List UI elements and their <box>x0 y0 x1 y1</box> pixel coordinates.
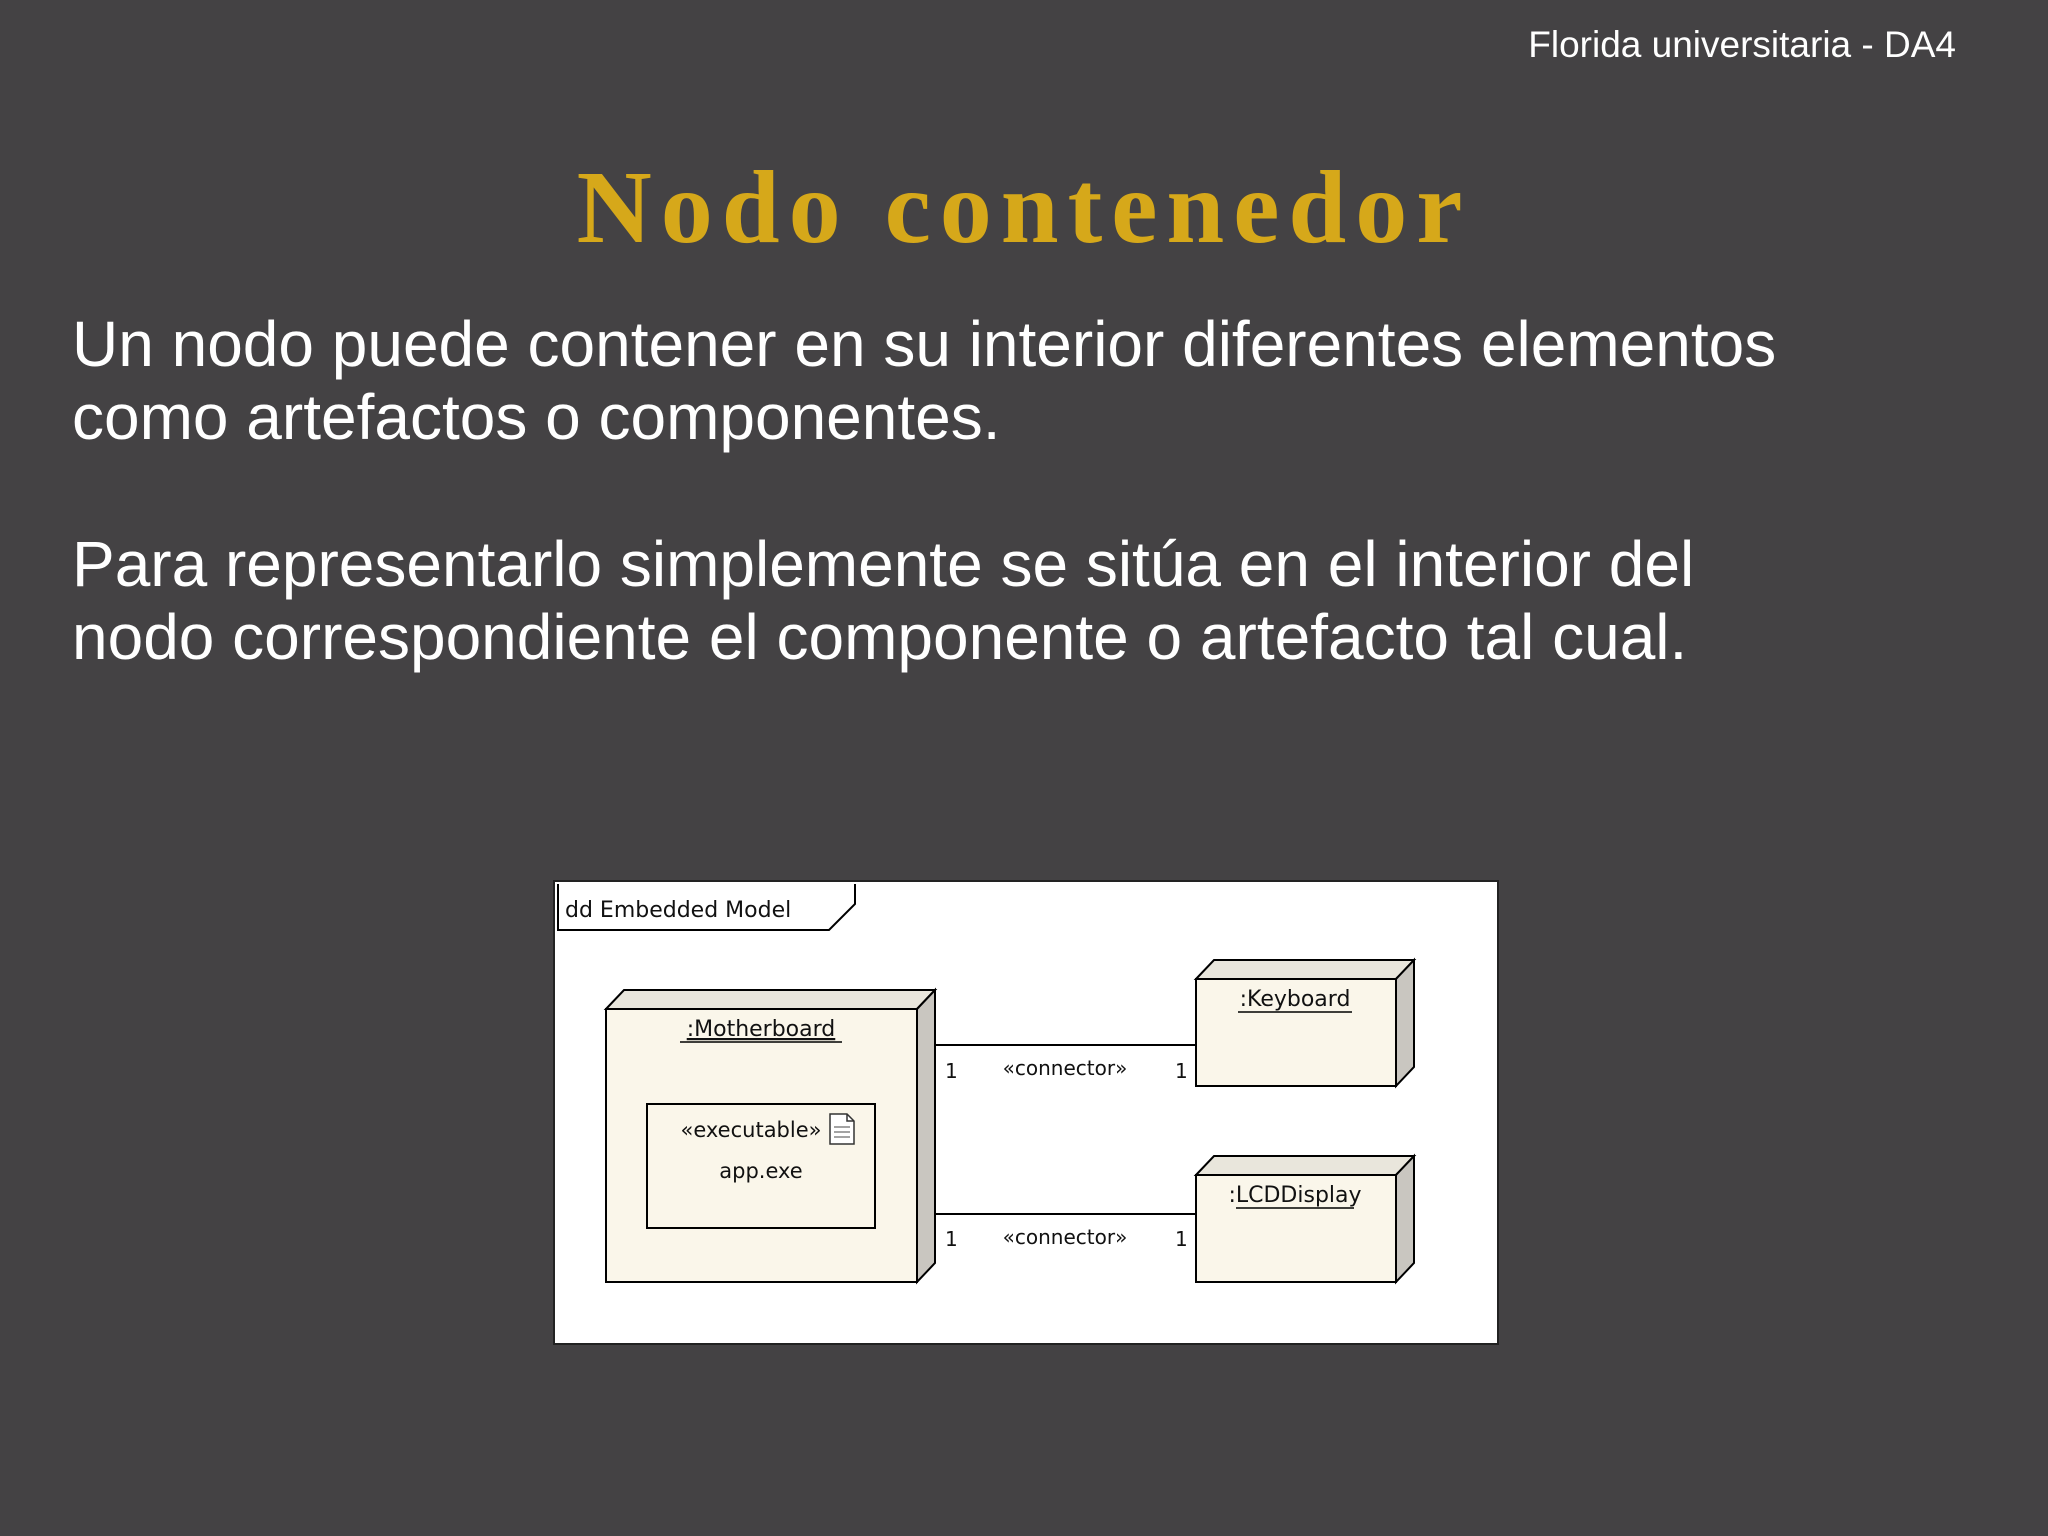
paragraph-2-line-2: nodo correspondiente el componente o art… <box>72 601 1688 673</box>
paragraph-1: Un nodo puede contener en su interior di… <box>72 308 2012 454</box>
artifact-stereotype: «executable» <box>681 1118 822 1142</box>
deployment-diagram-svg: dd Embedded Model :Motherboard «executab… <box>557 884 1417 1285</box>
institution-label: Florida universitaria - DA4 <box>1528 24 1956 65</box>
connector-2-mult-from: 1 <box>945 1227 958 1251</box>
deployment-diagram: dd Embedded Model :Motherboard «executab… <box>553 880 1499 1345</box>
paragraph-1-line-1: Un nodo puede contener en su interior di… <box>72 308 1777 380</box>
paragraph-2-line-1: Para representarlo simplemente se sitúa … <box>72 528 1695 600</box>
connector-2-mult-to: 1 <box>1175 1227 1188 1251</box>
lcd-display-node: :LCDDisplay <box>1193 1153 1417 1285</box>
slide-title: Nodo contenedor <box>576 150 1472 265</box>
lcd-display-label: :LCDDisplay <box>1228 1183 1361 1208</box>
frame-label: dd Embedded Model <box>565 898 791 923</box>
connector-1-mult-from: 1 <box>945 1059 958 1083</box>
motherboard-label: :Motherboard <box>687 1017 836 1042</box>
artifact-document-icon <box>829 1113 855 1145</box>
connector-lcd: «connector» 1 1 <box>935 1213 1196 1251</box>
connector-1-label: «connector» <box>1003 1056 1128 1080</box>
keyboard-node: :Keyboard <box>1193 957 1417 1089</box>
artifact-app-exe: «executable» app.exe <box>646 1103 876 1229</box>
connector-keyboard: «connector» 1 1 <box>935 1044 1196 1083</box>
paragraph-2: Para representarlo simplemente se sitúa … <box>72 528 2012 674</box>
connector-2-label: «connector» <box>1003 1225 1128 1249</box>
paragraph-1-line-2: como artefactos o componentes. <box>72 381 1001 453</box>
keyboard-label: :Keyboard <box>1240 987 1351 1012</box>
artifact-name: app.exe <box>719 1159 802 1183</box>
connector-1-mult-to: 1 <box>1175 1059 1188 1083</box>
frame-tab <box>557 884 856 931</box>
